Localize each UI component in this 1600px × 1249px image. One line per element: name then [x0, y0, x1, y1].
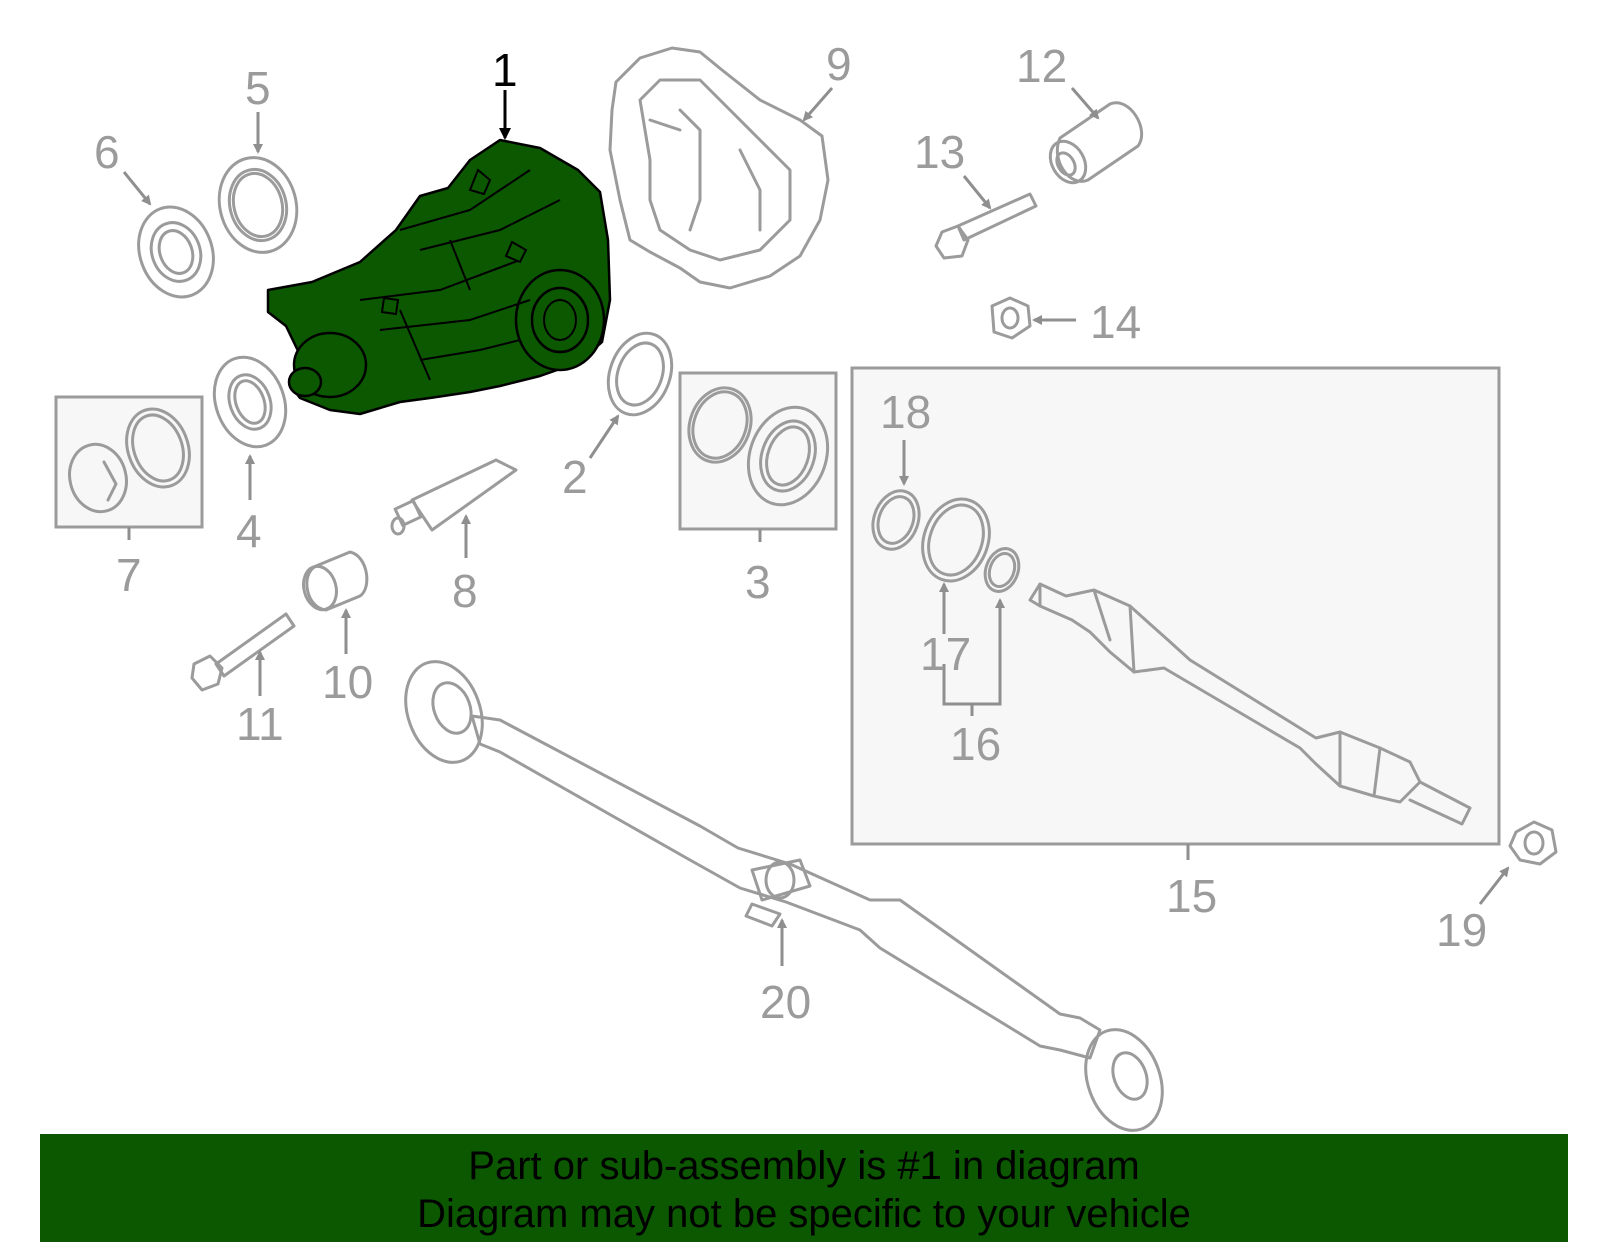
- callout-15: 15: [1166, 870, 1217, 922]
- leader-19: [1478, 866, 1510, 905]
- callout-16: 16: [950, 718, 1001, 770]
- ring-part-17[interactable]: [912, 490, 1001, 591]
- callout-9: 9: [826, 38, 852, 90]
- bolt-part-13[interactable]: [934, 192, 1038, 260]
- kit-box-15: [850, 366, 1501, 846]
- seal-part-5[interactable]: [209, 149, 307, 261]
- callout-2: 2: [562, 451, 588, 503]
- callout-7: 7: [116, 549, 142, 601]
- rear-cover-part-9[interactable]: [608, 46, 830, 290]
- callout-8: 8: [452, 565, 478, 617]
- callout-17: 17: [920, 628, 971, 680]
- callout-3: 3: [745, 556, 771, 608]
- leader-12: [1070, 87, 1100, 120]
- callout-1: 1: [492, 44, 518, 96]
- differential-part-1[interactable]: [266, 138, 612, 416]
- callout-4: 4: [236, 505, 262, 557]
- callout-14: 14: [1090, 296, 1141, 348]
- washer-part-18[interactable]: [865, 484, 927, 555]
- nut-part-14[interactable]: [990, 296, 1032, 340]
- callout-20: 20: [760, 976, 811, 1028]
- leader-13: [962, 175, 992, 210]
- seal-part-6[interactable]: [126, 196, 225, 307]
- sealant-tube-part-8[interactable]: [390, 458, 518, 536]
- sleeve-part-12[interactable]: [1043, 101, 1144, 189]
- axle-shaft-part-15[interactable]: [1028, 582, 1472, 826]
- seal-part-4[interactable]: [202, 347, 297, 457]
- drive-shaft-part-20[interactable]: [392, 651, 1175, 1141]
- seal-kit-part-3[interactable]: [679, 379, 841, 516]
- nut-part-19[interactable]: [1508, 820, 1558, 866]
- leader-2: [588, 414, 620, 459]
- callout-10: 10: [322, 656, 373, 708]
- banner-line-2: Diagram may not be specific to your vehi…: [417, 1192, 1191, 1236]
- bushing-part-10[interactable]: [299, 550, 369, 613]
- callout-19: 19: [1436, 904, 1487, 956]
- seal-part-2[interactable]: [597, 324, 682, 423]
- bolt-part-11[interactable]: [190, 612, 296, 692]
- callout-13: 13: [914, 126, 965, 178]
- ring-part-16[interactable]: [979, 544, 1024, 596]
- info-banner: Part or sub-assembly is #1 in diagram Di…: [40, 1134, 1568, 1242]
- banner-line-1: Part or sub-assembly is #1 in diagram: [468, 1144, 1140, 1188]
- callout-12: 12: [1016, 40, 1067, 92]
- callout-5: 5: [245, 62, 271, 114]
- callout-6: 6: [94, 126, 120, 178]
- callout-18: 18: [880, 386, 931, 438]
- callout-11: 11: [236, 698, 284, 750]
- leader-9: [802, 87, 834, 122]
- kit-box-7: [54, 395, 204, 529]
- seal-kit-part-7[interactable]: [62, 400, 200, 518]
- leader-6: [122, 171, 152, 206]
